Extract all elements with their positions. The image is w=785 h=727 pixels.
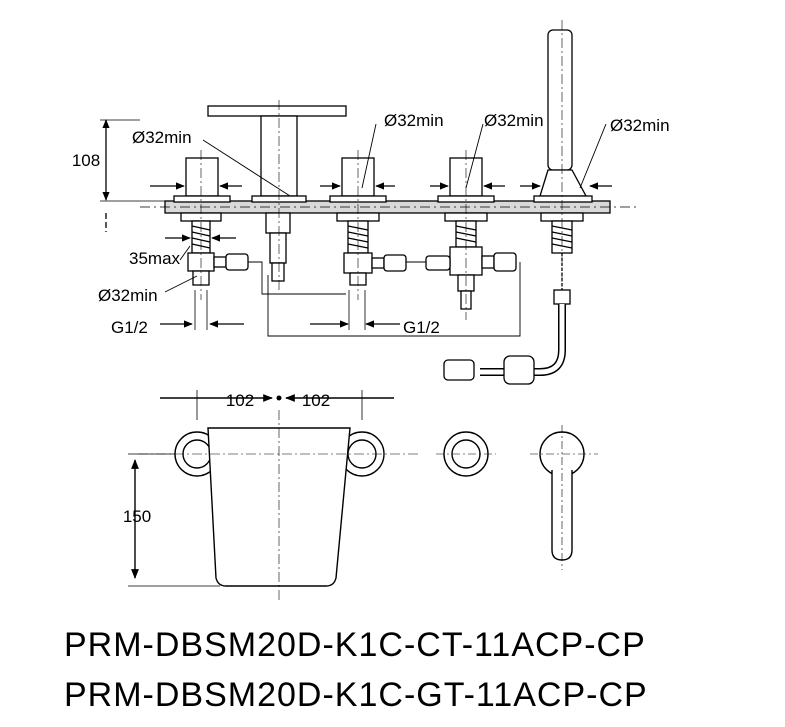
dim-spacing-left: 102	[226, 391, 254, 410]
dim-spacing-right: 102	[302, 391, 330, 410]
diverter-valve	[425, 157, 517, 310]
dim-reach-35: 35max	[129, 249, 181, 268]
dim-thread-left: G1/2	[111, 318, 148, 337]
dim-dia-mid1: Ø32min	[384, 111, 444, 130]
hidden-supply-pipes	[248, 261, 521, 337]
dim-height-108: 108	[72, 151, 100, 170]
dim-dia-bottom-left: Ø32min	[98, 286, 158, 305]
model-number-gt: PRM-DBSM20D-K1C-GT-11ACP-CP	[64, 676, 648, 714]
dim-depth-150: 150	[123, 507, 151, 526]
dim-dia-left: Ø32min	[132, 128, 192, 147]
plan-view	[128, 390, 598, 600]
diverter-plan	[436, 431, 496, 477]
middle-valve	[329, 157, 407, 286]
side-elevation-view	[100, 20, 640, 385]
dim-dia-right: Ø32min	[610, 116, 670, 135]
dim-thread-mid: G1/2	[403, 318, 440, 337]
dim-dia-mid2: Ø32min	[484, 111, 544, 130]
model-number-ct: PRM-DBSM20D-K1C-CT-11ACP-CP	[64, 626, 646, 664]
handshower	[443, 29, 593, 385]
handshower-plan	[530, 425, 598, 570]
left-valve	[173, 157, 249, 286]
